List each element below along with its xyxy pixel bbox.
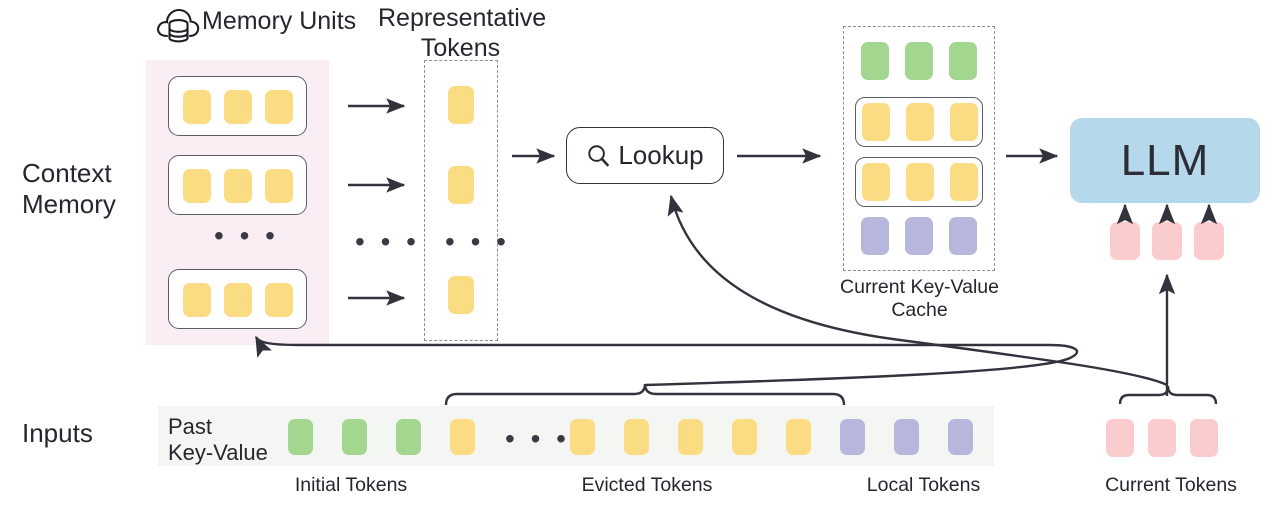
input-token-evicted: [678, 419, 703, 455]
kv-token-initial: [949, 42, 977, 80]
heading-representative-tokens: Representative Tokens: [378, 4, 547, 62]
input-token-initial: [288, 419, 313, 455]
caption-current-kv-cache: Current Key-Value Cache: [840, 276, 999, 322]
kv-token-retrieved: [862, 103, 890, 141]
kv-row-retrieved-2: [855, 157, 983, 207]
input-token-evicted: [624, 419, 649, 455]
memory-unit-n[interactable]: [168, 269, 307, 329]
kv-token-retrieved: [906, 103, 934, 141]
row-label-inputs: Inputs: [22, 418, 93, 448]
current-token-3: [1194, 222, 1224, 260]
cloud-database-icon: [155, 5, 201, 47]
mapping-ellipsis: • • •: [355, 226, 420, 257]
kv-row-local: [861, 217, 977, 255]
memory-token: [224, 169, 252, 203]
heading-memory-units: Memory Units: [202, 7, 357, 35]
lookup-button[interactable]: Lookup: [566, 127, 724, 184]
memory-token: [265, 283, 293, 317]
kv-row-initial: [861, 42, 977, 80]
input-token-evicted: [732, 419, 757, 455]
kv-token-retrieved: [950, 163, 978, 201]
current-token-1: [1110, 222, 1140, 260]
memory-token: [224, 283, 252, 317]
representative-tokens-ellipsis: • • •: [445, 226, 510, 257]
llm-block[interactable]: LLM: [1070, 118, 1260, 203]
representative-token-n: [448, 276, 474, 314]
kv-row-retrieved-1: [855, 97, 983, 147]
input-token-evicted: [570, 419, 595, 455]
representative-token-1: [448, 86, 474, 124]
input-token-evicted: [786, 419, 811, 455]
caption-evicted-tokens: Evicted Tokens: [581, 474, 713, 496]
input-token-local: [948, 419, 973, 455]
memory-units-ellipsis: • • •: [214, 220, 279, 251]
memory-token: [224, 90, 252, 124]
input-token-evicted: [450, 419, 475, 455]
memory-token: [183, 90, 211, 124]
llm-label: LLM: [1120, 135, 1210, 185]
kv-token-local: [861, 217, 889, 255]
caption-local-tokens: Local Tokens: [866, 474, 981, 496]
memory-token: [265, 169, 293, 203]
caption-current-tokens: Current Tokens: [1105, 474, 1237, 496]
representative-token-2: [448, 166, 474, 204]
memory-unit-1[interactable]: [168, 76, 307, 136]
input-sequence-ellipsis: • • •: [505, 423, 570, 454]
lookup-label: Lookup: [618, 140, 704, 170]
kv-token-initial: [905, 42, 933, 80]
memory-token: [183, 283, 211, 317]
caption-initial-tokens: Initial Tokens: [294, 474, 408, 496]
kv-token-initial: [861, 42, 889, 80]
input-current-token-1: [1106, 419, 1134, 457]
current-token-2: [1152, 222, 1182, 260]
input-token-initial: [396, 419, 421, 455]
memory-token: [265, 90, 293, 124]
kv-token-local: [949, 217, 977, 255]
memory-unit-2[interactable]: [168, 155, 307, 215]
kv-token-retrieved: [906, 163, 934, 201]
input-token-local: [894, 419, 919, 455]
input-token-local: [840, 419, 865, 455]
input-current-token-3: [1190, 419, 1218, 457]
past-key-value-label: Past Key-Value: [168, 414, 268, 465]
row-label-context-memory: Context Memory: [22, 158, 116, 219]
search-icon: [586, 143, 611, 168]
kv-token-local: [905, 217, 933, 255]
input-token-initial: [342, 419, 367, 455]
input-current-token-2: [1148, 419, 1176, 457]
kv-token-retrieved: [950, 103, 978, 141]
kv-token-retrieved: [862, 163, 890, 201]
memory-token: [183, 169, 211, 203]
